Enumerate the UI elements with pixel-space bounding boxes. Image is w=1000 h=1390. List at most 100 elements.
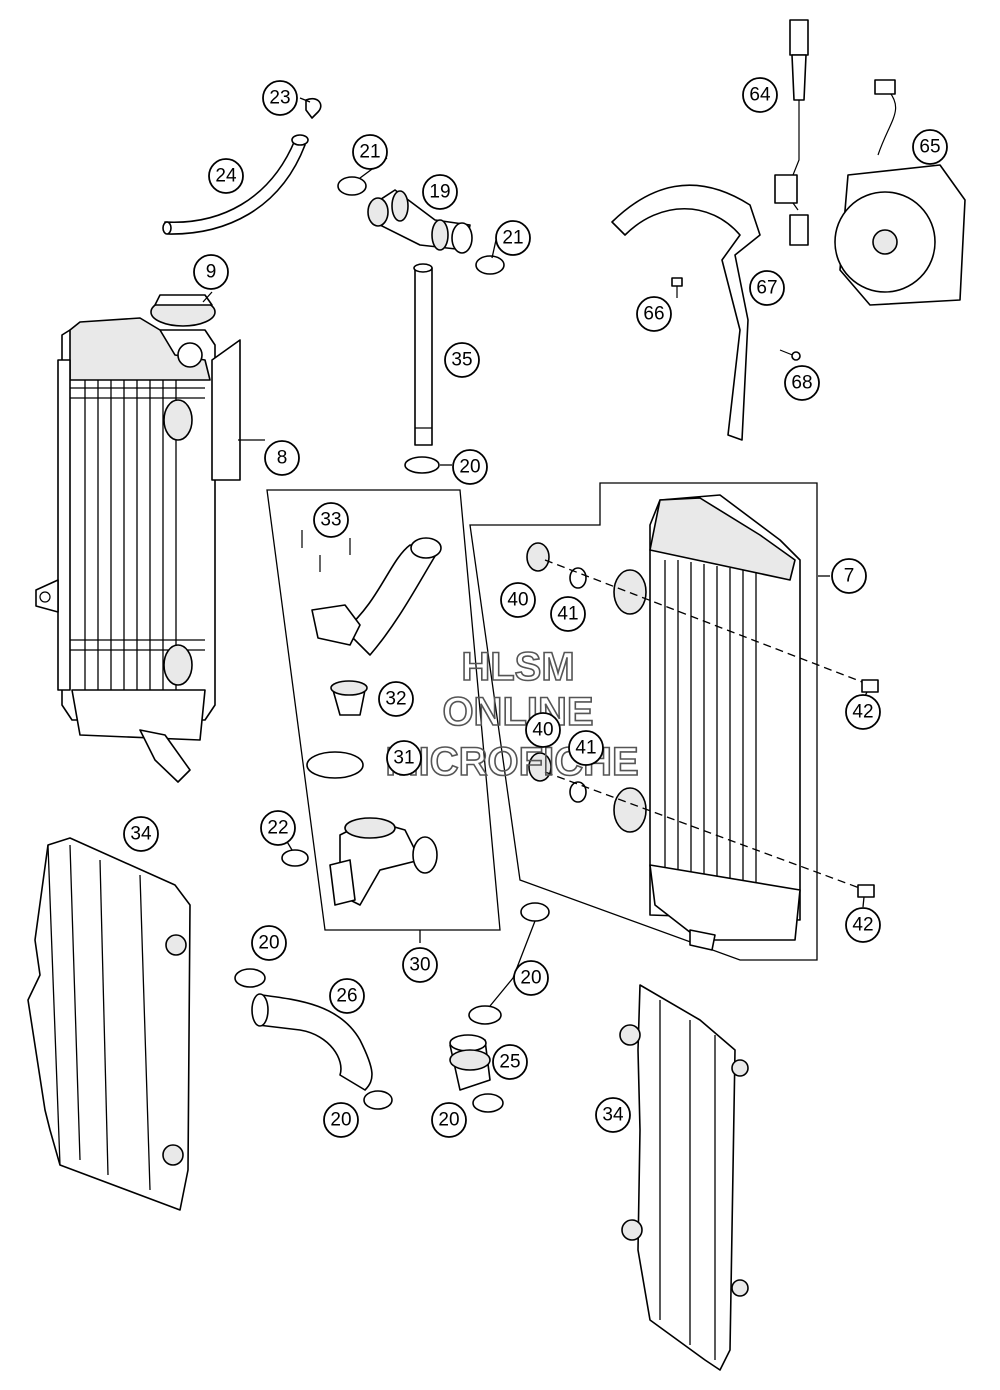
grommets-40-41 <box>526 542 587 803</box>
callout-7: 7 <box>831 558 867 594</box>
callout-23: 23 <box>262 80 298 116</box>
thermostat-32 <box>330 680 368 716</box>
right-radiator-frame <box>469 482 818 961</box>
left-radiator-guard <box>27 837 191 1211</box>
callout-41-bottom-label: 41 <box>575 738 596 759</box>
callout-22-label: 22 <box>267 818 288 839</box>
thermostat-box <box>266 489 501 931</box>
watermark: HLSM ONLINE MICROFICHE <box>385 644 640 785</box>
callout-33: 33 <box>313 502 349 538</box>
callout-31: 31 <box>386 740 422 776</box>
screw-66 <box>671 277 683 298</box>
callout-20-right: 20 <box>513 960 549 996</box>
callout-64-label: 64 <box>749 85 771 106</box>
hose-25 <box>449 1034 491 1091</box>
small-clamp-23 <box>305 97 322 119</box>
callout-20-left: 20 <box>251 925 287 961</box>
callout-65: 65 <box>912 129 948 165</box>
callout-8: 8 <box>264 440 300 476</box>
right-radiator-guard <box>619 984 749 1371</box>
mounting-dashes <box>544 559 871 891</box>
callout-40-bottom-label: 40 <box>532 720 553 741</box>
hose-clamps-20-lower <box>234 902 550 1113</box>
radiator-cap <box>150 294 216 327</box>
hose-clamp-22 <box>281 849 309 867</box>
callout-68-label: 68 <box>791 373 812 394</box>
callout-9: 9 <box>193 254 229 290</box>
callout-7-label: 7 <box>844 566 855 587</box>
fan-wiring <box>774 19 809 246</box>
callout-66: 66 <box>636 296 672 332</box>
left-radiator <box>35 317 241 783</box>
callout-24: 24 <box>208 158 244 194</box>
bolts-42 <box>857 679 879 898</box>
callout-42-top-label: 42 <box>852 702 873 723</box>
callout-34-right: 34 <box>595 1097 631 1133</box>
callout-64: 64 <box>742 77 778 113</box>
callout-40-bottom: 40 <box>525 712 561 748</box>
watermark-line-1: HLSM <box>461 645 574 689</box>
callout-20-top-label: 20 <box>459 457 480 478</box>
callout-42-bottom: 42 <box>845 907 881 943</box>
callout-32-label: 32 <box>385 689 406 710</box>
callout-20-top: 20 <box>452 449 488 485</box>
cooling-fan <box>834 79 966 306</box>
thermostat-hose <box>311 537 442 656</box>
callout-21-right: 21 <box>495 220 531 256</box>
callout-21-top: 21 <box>352 134 388 170</box>
callout-9-label: 9 <box>206 262 217 283</box>
callout-24-label: 24 <box>215 166 237 187</box>
callout-34-left: 34 <box>123 816 159 852</box>
watermark-line-2: ONLINE <box>442 690 593 734</box>
callout-20-bottom-right: 20 <box>431 1102 467 1138</box>
callout-40-top: 40 <box>500 582 536 618</box>
callout-19: 19 <box>422 174 458 210</box>
hose-26 <box>251 993 373 1091</box>
callout-30-label: 30 <box>409 955 430 976</box>
callout-40-top-label: 40 <box>507 590 528 611</box>
callout-65-label: 65 <box>919 137 940 158</box>
callout-25: 25 <box>492 1044 528 1080</box>
callout-21-right-label: 21 <box>502 228 523 249</box>
callout-8-label: 8 <box>277 448 288 469</box>
callout-20-bottom-left-label: 20 <box>330 1110 351 1131</box>
callout-67: 67 <box>749 270 785 306</box>
fan-bracket <box>611 184 761 441</box>
callout-20-left-label: 20 <box>258 933 279 954</box>
callout-26-label: 26 <box>336 986 357 1007</box>
callout-19-label: 19 <box>429 182 450 203</box>
callout-35: 35 <box>444 342 480 378</box>
screws-33 <box>301 530 351 572</box>
hose-connector <box>367 189 473 254</box>
hose-clamps-21 <box>337 176 505 275</box>
callout-31-label: 31 <box>393 748 414 769</box>
callout-34-left-label: 34 <box>130 824 152 845</box>
callout-42-top: 42 <box>845 694 881 730</box>
right-radiator <box>613 494 801 951</box>
o-ring-31 <box>306 751 364 779</box>
callout-33-label: 33 <box>320 510 341 531</box>
callout-23-label: 23 <box>269 88 290 109</box>
callout-41-top-label: 41 <box>557 604 578 625</box>
callout-42-bottom-label: 42 <box>852 915 873 936</box>
callout-35-label: 35 <box>451 350 472 371</box>
callout-30: 30 <box>402 947 438 983</box>
overflow-hose <box>162 134 309 235</box>
callout-20-bottom-left: 20 <box>323 1102 359 1138</box>
callout-67-label: 67 <box>756 278 777 299</box>
pin-68 <box>779 349 801 361</box>
coolant-pipe <box>413 263 433 446</box>
callout-26: 26 <box>329 978 365 1014</box>
callout-34-right-label: 34 <box>602 1105 624 1126</box>
callout-41-top: 41 <box>550 596 586 632</box>
callout-21-top-label: 21 <box>359 142 380 163</box>
callout-41-bottom: 41 <box>568 730 604 766</box>
callout-32: 32 <box>378 681 414 717</box>
callout-25-label: 25 <box>499 1052 520 1073</box>
hose-clamp-20-top <box>404 456 440 474</box>
callout-22: 22 <box>260 810 296 846</box>
callout-68: 68 <box>784 365 820 401</box>
callout-20-bottom-right-label: 20 <box>438 1110 459 1131</box>
callout-20-right-label: 20 <box>520 968 541 989</box>
